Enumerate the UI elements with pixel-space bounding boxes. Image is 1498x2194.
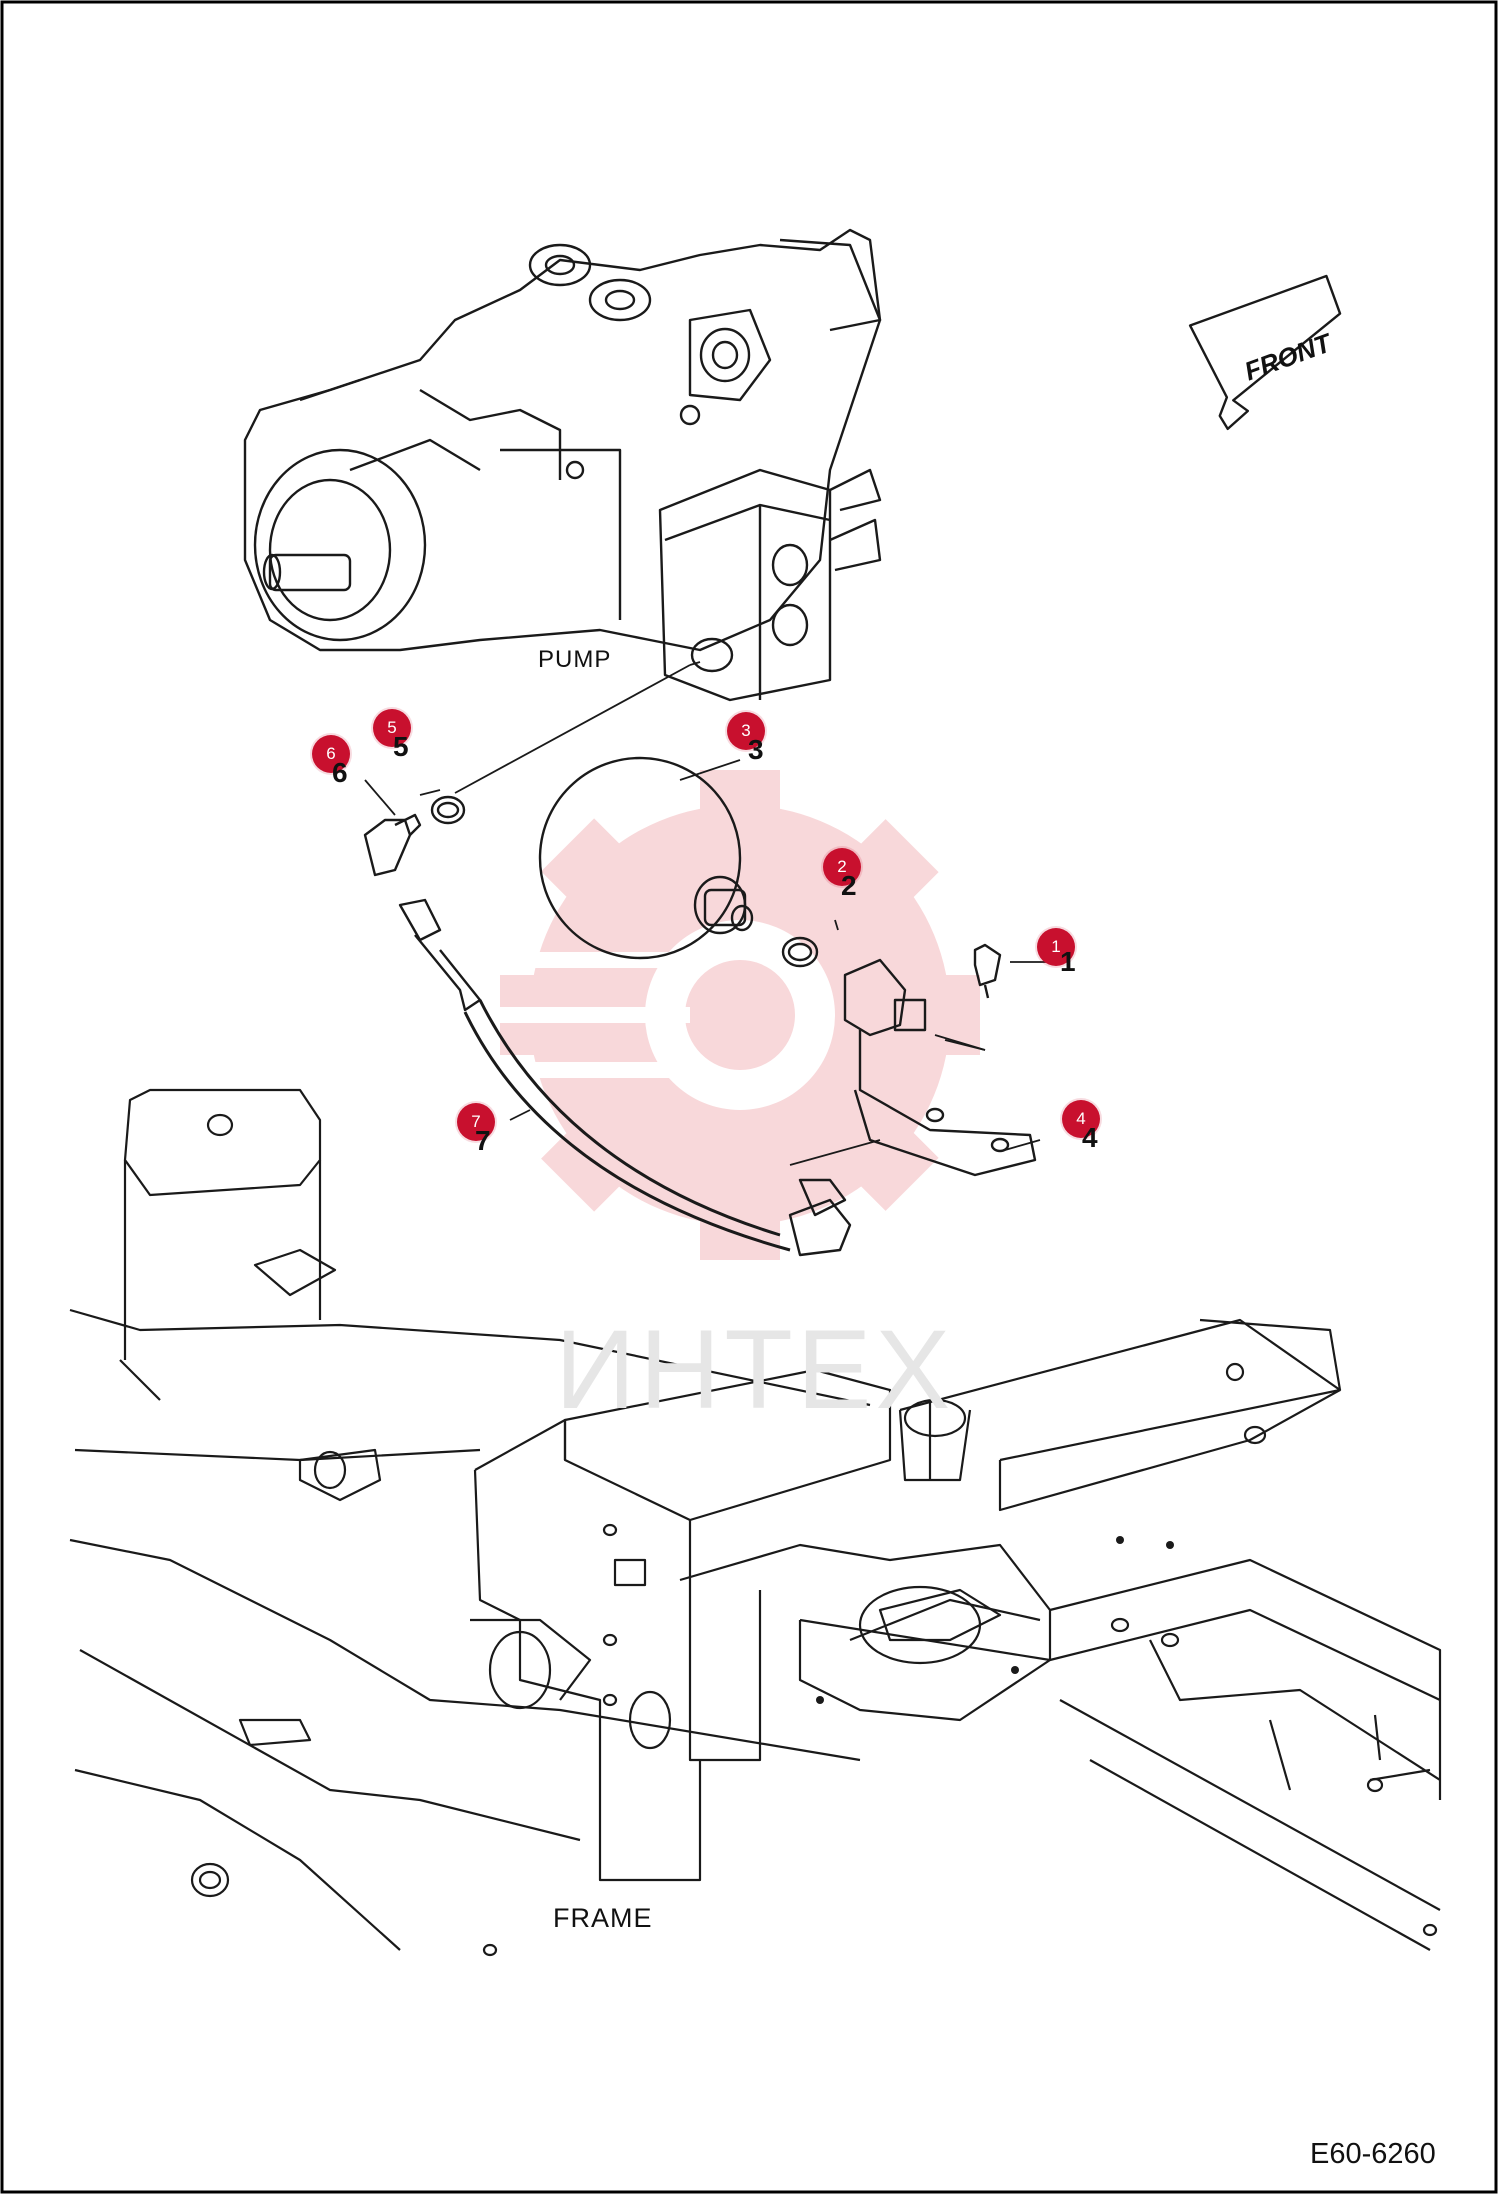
part-number-6: 6 bbox=[332, 757, 348, 788]
callout-4[interactable]: 4 bbox=[1062, 1100, 1100, 1138]
watermark-text: ИНТЕХ bbox=[555, 1307, 955, 1432]
part-number-1: 1 bbox=[1060, 946, 1076, 977]
part-number-2: 2 bbox=[841, 870, 857, 901]
drawing-id: E60-6260 bbox=[1310, 2138, 1436, 2170]
front-arrow bbox=[1188, 274, 1342, 431]
pump-label: PUMP bbox=[538, 646, 612, 673]
part-number-3: 3 bbox=[748, 734, 764, 765]
callout-6[interactable]: 6 bbox=[312, 735, 350, 773]
part-number-7: 7 bbox=[475, 1125, 491, 1156]
watermark-gear bbox=[440, 770, 980, 1260]
leader-lines bbox=[364, 661, 1060, 1166]
callout-5[interactable]: 5 bbox=[373, 709, 411, 747]
callout-3[interactable]: 3 bbox=[727, 712, 765, 750]
pump-drawing bbox=[243, 228, 882, 702]
callout-2[interactable]: 2 bbox=[823, 848, 861, 886]
frame-label: FRAME bbox=[553, 1903, 653, 1933]
frame-holes bbox=[816, 1536, 1174, 1704]
accumulator-assembly bbox=[363, 756, 1037, 1257]
part-number-4: 4 bbox=[1082, 1122, 1098, 1153]
frame-drawing bbox=[69, 1088, 1442, 1957]
callout-1[interactable]: 1 bbox=[1037, 928, 1075, 966]
callout-7[interactable]: 7 bbox=[457, 1103, 495, 1141]
part-number-5: 5 bbox=[393, 731, 409, 762]
